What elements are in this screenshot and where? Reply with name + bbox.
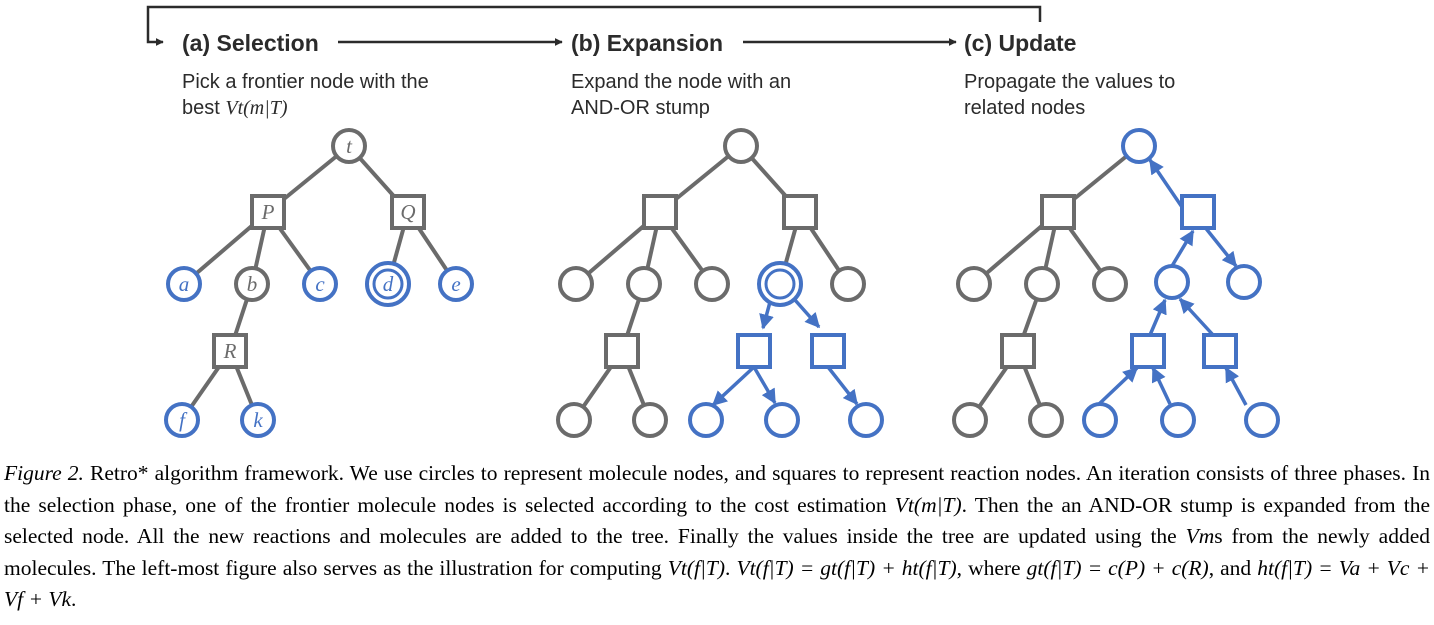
new-molecule-node — [764, 402, 800, 438]
node-label-c: c — [315, 272, 325, 296]
molecule-node — [956, 266, 992, 302]
updated-molecule-node — [1082, 402, 1118, 438]
tree-update-propagation-edges — [1096, 158, 1248, 407]
reaction-node-R: R — [212, 333, 248, 369]
caption-math: Vm — [1185, 524, 1215, 548]
molecule-node-b: b — [234, 266, 270, 302]
updated-reaction-node — [1202, 333, 1238, 369]
node-label-f: f — [179, 408, 188, 432]
molecule-node — [952, 402, 988, 438]
molecule-node — [558, 266, 594, 302]
node-label-a: a — [179, 272, 190, 296]
molecule-node — [556, 402, 592, 438]
updated-reaction-node — [1130, 333, 1166, 369]
tree-expansion — [556, 128, 884, 438]
molecule-node-t: t — [331, 128, 367, 164]
caption-math: ht(f|T) = Va + Vc + Vf + Vk — [4, 555, 1431, 612]
caption-text: , where — [956, 555, 1027, 580]
phase-title-update: (c) Update — [964, 30, 1076, 56]
node-label-Q: Q — [400, 200, 415, 224]
molecule-node — [1028, 402, 1064, 438]
reaction-node — [604, 333, 640, 369]
expansion-desc-line2: AND-OR stump — [571, 97, 710, 119]
molecule-node — [626, 266, 662, 302]
molecule-node — [632, 402, 668, 438]
caption-text: Retro* algorithm framework. We use circl… — [4, 461, 1431, 517]
selection-desc-prefix: best — [182, 97, 225, 119]
caption-math: Vt(m|T) — [894, 492, 962, 517]
molecule-node-e: e — [438, 266, 474, 302]
new-molecule-node — [848, 402, 884, 438]
molecule-node-k: k — [240, 402, 276, 438]
reaction-node — [642, 194, 678, 230]
update-desc-line1: Propagate the values to — [964, 71, 1175, 93]
node-label-R: R — [223, 339, 237, 363]
tree-selection: t P Q a b c d e — [164, 128, 474, 438]
molecule-node-selected — [757, 261, 803, 307]
molecule-node — [723, 128, 759, 164]
phase-title-selection: (a) Selection — [182, 30, 319, 56]
node-label-b: b — [247, 272, 258, 296]
updated-molecule-node-root — [1121, 128, 1157, 164]
updated-molecule-node — [1154, 264, 1190, 300]
molecule-node — [1092, 266, 1128, 302]
caption-text: s from the newly added molecules. The le… — [4, 524, 1430, 580]
new-reaction-node — [736, 333, 772, 369]
node-label-k: k — [253, 408, 263, 432]
figure-label: Figure 2. — [4, 461, 84, 485]
molecule-node-f: f — [164, 402, 200, 438]
caption-text: . — [725, 555, 737, 580]
molecule-node-c: c — [302, 266, 338, 302]
node-label-P: P — [261, 200, 275, 224]
molecule-node — [1024, 266, 1060, 302]
updated-molecule-node — [1160, 402, 1196, 438]
figure-caption: Figure 2. Retro* algorithm framework. We… — [4, 458, 1430, 616]
node-label-e: e — [451, 272, 460, 296]
caption-text: , and — [1208, 555, 1258, 580]
caption-math: Vt(f|T) = gt(f|T) + ht(f|T) — [736, 555, 957, 580]
updated-molecule-node — [1244, 402, 1280, 438]
reaction-node — [1000, 333, 1036, 369]
expansion-desc-line1: Expand the node with an — [571, 71, 791, 93]
reaction-node-Q: Q — [390, 194, 426, 230]
selection-desc-math: Vt(m|T) — [225, 97, 287, 119]
reaction-node-P: P — [250, 194, 286, 230]
selection-desc-line1: Pick a frontier node with the — [182, 71, 429, 93]
update-desc-line2: related nodes — [964, 97, 1085, 119]
reaction-node — [1040, 194, 1076, 230]
molecule-node-d-selected: d — [365, 261, 411, 307]
node-label-d: d — [383, 272, 394, 296]
caption-text: . — [71, 587, 77, 611]
reaction-node — [782, 194, 818, 230]
selection-desc-line2: best Vt(m|T) — [182, 97, 288, 119]
molecule-node — [694, 266, 730, 302]
retro-star-diagram: (a) Selection (b) Expansion (c) Update P… — [146, 5, 1280, 438]
tree-expansion-new-edges — [711, 298, 859, 407]
new-reaction-node — [810, 333, 846, 369]
caption-text: . Then the an AND-OR stump is expanded f… — [4, 492, 1431, 549]
caption-math: gt(f|T) = c(P) + c(R) — [1026, 555, 1209, 580]
new-molecule-node — [688, 402, 724, 438]
molecule-node-a: a — [166, 266, 202, 302]
molecule-node — [830, 266, 866, 302]
updated-reaction-node — [1180, 194, 1216, 230]
updated-molecule-node — [1226, 264, 1262, 300]
loop-back-arrow — [146, 5, 1042, 46]
tree-update — [952, 128, 1280, 438]
node-label-t: t — [346, 134, 353, 158]
caption-math: Vt(f|T) — [667, 555, 726, 580]
phase-title-expansion: (b) Expansion — [571, 30, 723, 56]
